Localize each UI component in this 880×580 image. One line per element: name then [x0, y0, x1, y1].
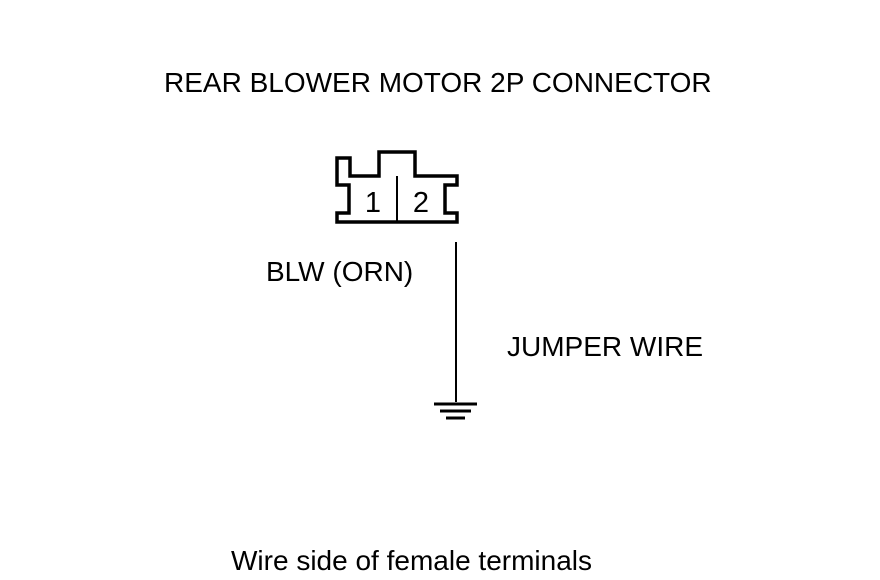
pin-1-label: 1	[365, 187, 381, 219]
footer-caption: Wire side of female terminals	[231, 545, 593, 576]
pin-2-label: 2	[413, 187, 429, 219]
wire-color-label: BLW (ORN)	[266, 256, 414, 287]
jumper-wire-label: JUMPER WIRE	[507, 331, 703, 362]
diagram-title: REAR BLOWER MOTOR 2P CONNECTOR	[164, 67, 712, 98]
connector-housing	[335, 150, 459, 224]
ground-symbol-icon	[434, 402, 477, 420]
